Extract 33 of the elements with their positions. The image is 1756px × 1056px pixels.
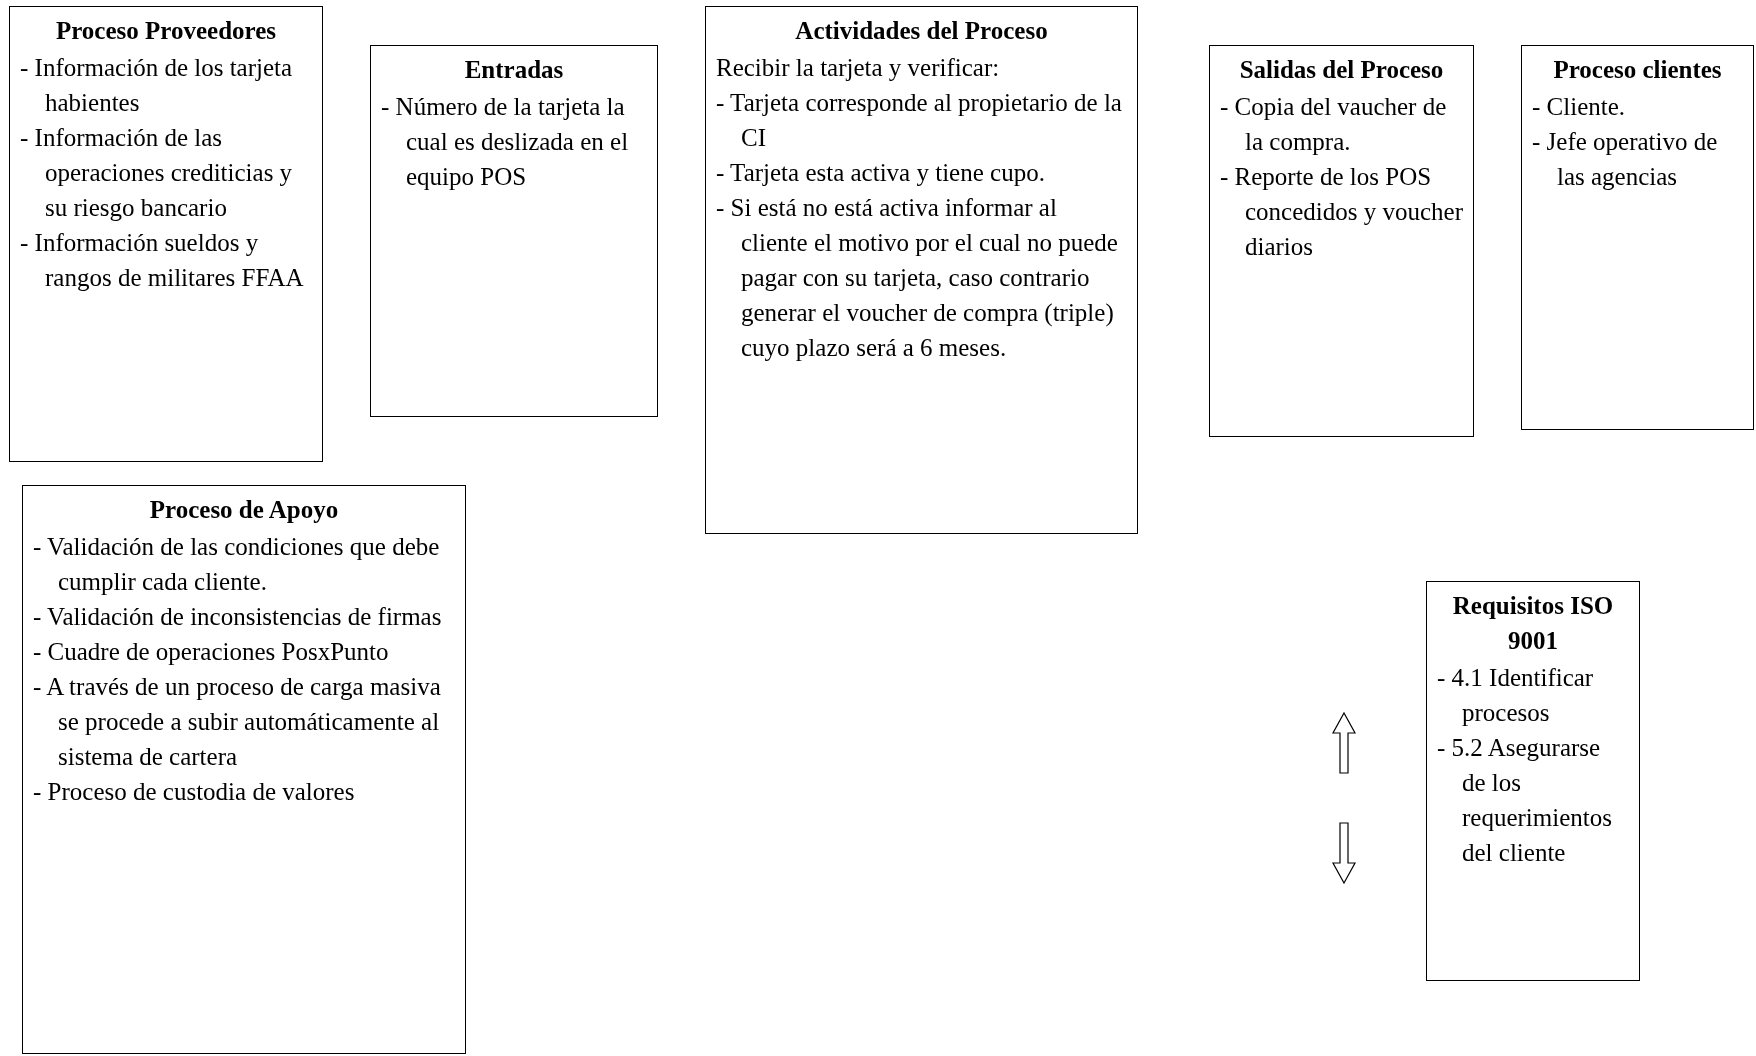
process-box — [370, 45, 658, 417]
box-heading: Proceso Proveedores — [54, 16, 278, 46]
process-box — [1521, 45, 1754, 430]
box-heading: Proceso de Apoyo — [148, 495, 340, 525]
box-heading: Entradas — [463, 55, 565, 85]
process-box — [9, 6, 323, 462]
box-text: - Información sueldos y rangos de militares FFAA — [20, 228, 305, 293]
box-text: - Información de los tarjeta habientes — [20, 53, 294, 118]
box-text: - Reporte de los POS concedidos y voucher diarios — [1220, 162, 1463, 262]
box-text: - Si está no está activa informar al cliente el motivo por el cual no puede pagar con su tarjeta, caso contrario generar el voucher de compra (triple) cuyo plazo será a 6 meses. — [716, 193, 1119, 363]
box-text: - Copia del vaucher de la compra. — [1220, 92, 1448, 157]
box-text: - Proceso de custodia de valores — [33, 777, 356, 807]
box-text: Recibir la tarjeta y verificar: — [716, 53, 1001, 83]
box-text: - Cliente. — [1532, 92, 1627, 122]
box-text: - Tarjeta corresponde al propietario de la CI — [716, 88, 1123, 153]
box-text: - Validación de las condiciones que debe cumplir cada cliente. — [33, 532, 441, 597]
box-text: - Validación de inconsistencias de firmas — [33, 602, 443, 632]
box-heading: Proceso clientes — [1552, 55, 1723, 85]
box-text: - Número de la tarjeta la cual es deslizada en el equipo POS — [381, 92, 630, 192]
box-heading: Actividades del Proceso — [794, 16, 1049, 46]
box-text: - Tarjeta esta activa y tiene cupo. — [716, 158, 1046, 188]
process-box — [22, 485, 466, 1054]
box-text: - Información de las operaciones crediticias y su riesgo bancario — [20, 123, 294, 223]
box-text: - Jefe operativo de las agencias — [1532, 127, 1719, 192]
box-text: - 4.1 Identificar procesos — [1437, 663, 1595, 728]
process-box — [705, 6, 1138, 534]
box-heading: Salidas del Proceso — [1238, 55, 1445, 85]
box-text: - A través de un proceso de carga masiva se procede a subir automáticamente al sistema de cartera — [33, 672, 442, 772]
process-box — [1426, 581, 1640, 981]
box-text: - 5.2 Asegurarse de los requerimientos del cliente — [1437, 733, 1613, 868]
process-box — [1209, 45, 1474, 437]
box-text: - Cuadre de operaciones PosxPunto — [33, 637, 390, 667]
box-heading: Requisitos ISO 9001 — [1451, 591, 1615, 656]
